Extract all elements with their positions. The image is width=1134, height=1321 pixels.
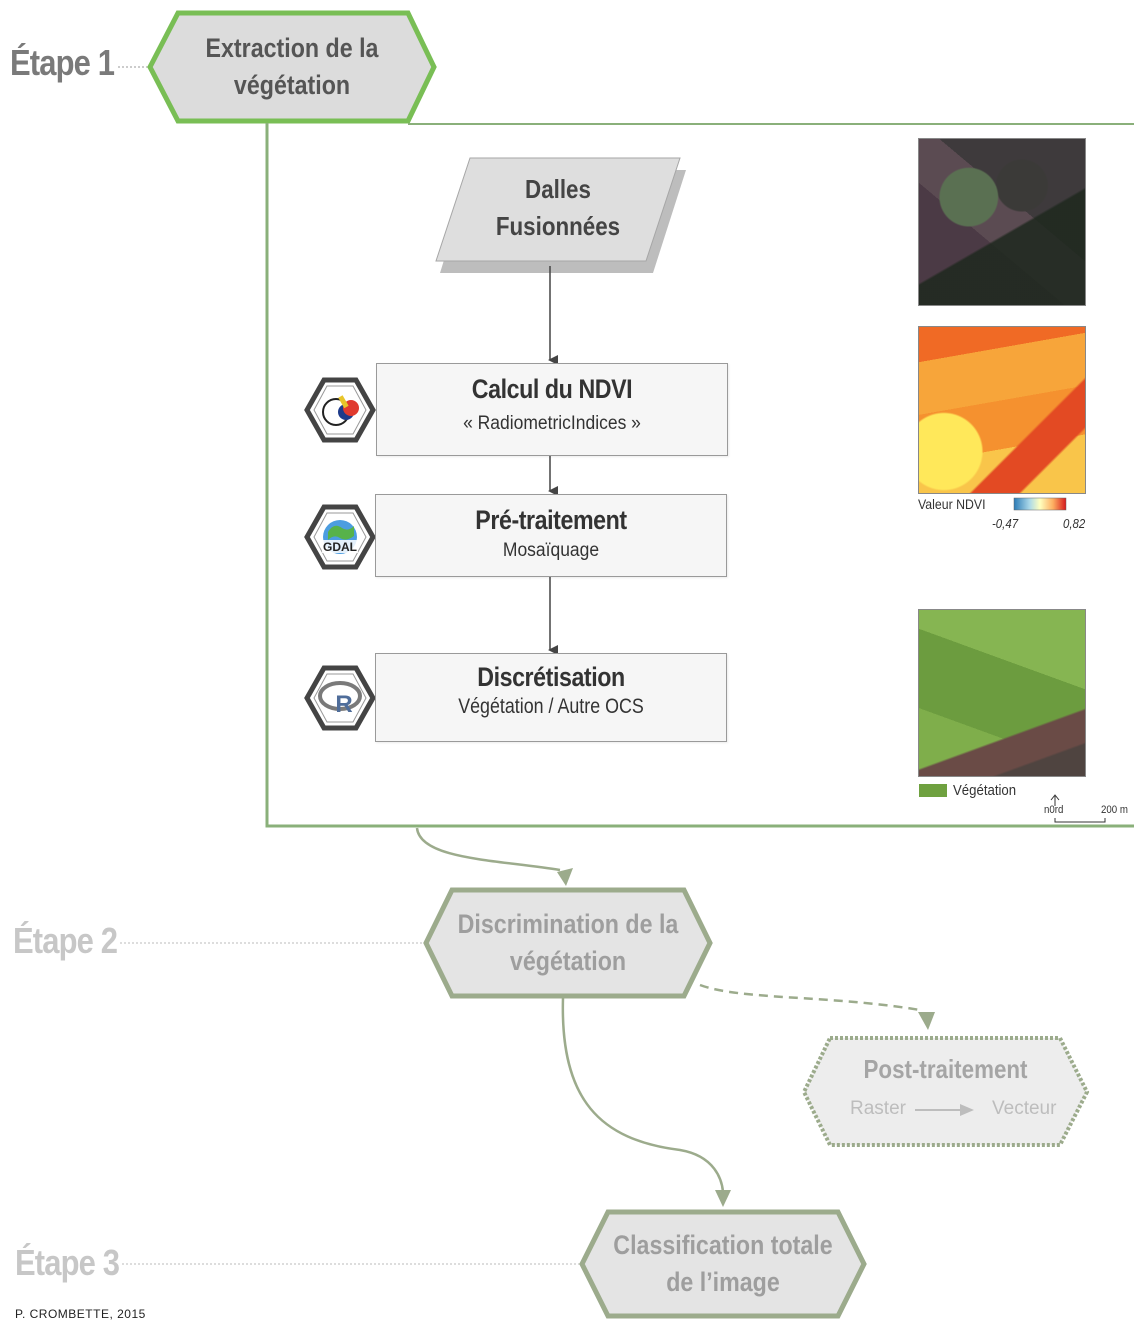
- step1-frame: [265, 123, 1134, 828]
- process-box-discretisation: Discrétisation Végétation / Autre OCS: [375, 653, 727, 742]
- step1-title-line2: végétation: [233, 70, 351, 100]
- ndvi-color-ramp: [1013, 497, 1067, 511]
- r-icon: R: [304, 665, 376, 731]
- connector-step1-step2-head: [557, 868, 573, 886]
- process-ndvi-subtitle: « RadiometricIndices »: [463, 413, 641, 434]
- ndvi-image-thumbnail: [918, 326, 1086, 494]
- connector-step2-step3-head: [715, 1190, 731, 1207]
- step3-title-line2: de l’image: [666, 1267, 780, 1297]
- ndvi-legend-min: -0,47: [992, 516, 1019, 531]
- connector-step2-post: [699, 983, 921, 1012]
- input-node-line2: Fusionnées: [495, 211, 621, 241]
- step3-title: Classification totale de l’image: [602, 1227, 845, 1301]
- process-box-ndvi: Calcul du NDVI « RadiometricIndices »: [376, 363, 728, 456]
- scale-bar: [1054, 818, 1106, 823]
- ndvi-legend-max: 0,82: [1063, 516, 1086, 531]
- vegetation-legend-label: Végétation: [953, 782, 1017, 799]
- step1-label: Étape 1: [10, 42, 115, 83]
- step2-hexagon: [423, 887, 713, 999]
- north-arrow-icon: [1050, 794, 1060, 806]
- process-discretisation-subtitle: Végétation / Autre OCS: [458, 695, 644, 718]
- vegetation-swatch: [919, 784, 947, 797]
- input-node-line1: Dalles: [525, 174, 591, 204]
- r-icon-text: R: [335, 691, 352, 718]
- connector-step1-step2: [415, 827, 561, 872]
- process-ndvi-title: Calcul du NDVI: [471, 374, 633, 404]
- gdal-icon-text: GDAL: [323, 540, 357, 554]
- scale-label: 200 m: [1101, 804, 1128, 816]
- step1-title: Extraction de la végétation: [170, 30, 414, 104]
- process-pretraitement-subtitle: Mosaïquage: [502, 540, 600, 561]
- input-node-shape: [435, 157, 681, 262]
- ndvi-legend-label: Valeur NDVI: [918, 496, 986, 512]
- satellite-image-thumbnail: [918, 138, 1086, 306]
- post-traitement-hexagon: [801, 1036, 1090, 1147]
- connector-step2-step3: [561, 997, 725, 1193]
- step2-label: Étape 2: [13, 920, 118, 961]
- raster-to-vecteur-arrow-head: [960, 1104, 974, 1116]
- step2-title-line2: végétation: [509, 946, 627, 976]
- step3-hexagon: [579, 1209, 867, 1319]
- step1-title-line1: Extraction de la: [205, 33, 379, 63]
- vegetation-image-thumbnail: [918, 609, 1086, 777]
- connector-step2-post-head: [918, 1012, 935, 1030]
- credit-text: P. CROMBETTE, 2015: [15, 1307, 146, 1321]
- step2-title: Discrimination de la végétation: [446, 906, 690, 980]
- post-traitement-from: Raster: [850, 1098, 906, 1119]
- post-traitement-title: Post-traitement: [863, 1054, 1028, 1084]
- input-node-text: Dalles Fusionnées: [453, 171, 663, 245]
- north-label: n0rd: [1044, 804, 1064, 816]
- step3-label: Étape 3: [15, 1242, 120, 1283]
- otb-icon: [304, 377, 376, 443]
- process-box-pretraitement: Pré-traitement Mosaïquage: [375, 494, 727, 577]
- process-pretraitement-title: Pré-traitement: [475, 505, 627, 535]
- gdal-icon: GDAL: [304, 504, 376, 570]
- process-discretisation-title: Discrétisation: [477, 662, 625, 692]
- step1-hexagon: [147, 10, 437, 124]
- step3-title-line1: Classification totale: [613, 1230, 833, 1260]
- step2-title-line1: Discrimination de la: [457, 909, 679, 939]
- post-traitement-to: Vecteur: [992, 1098, 1057, 1119]
